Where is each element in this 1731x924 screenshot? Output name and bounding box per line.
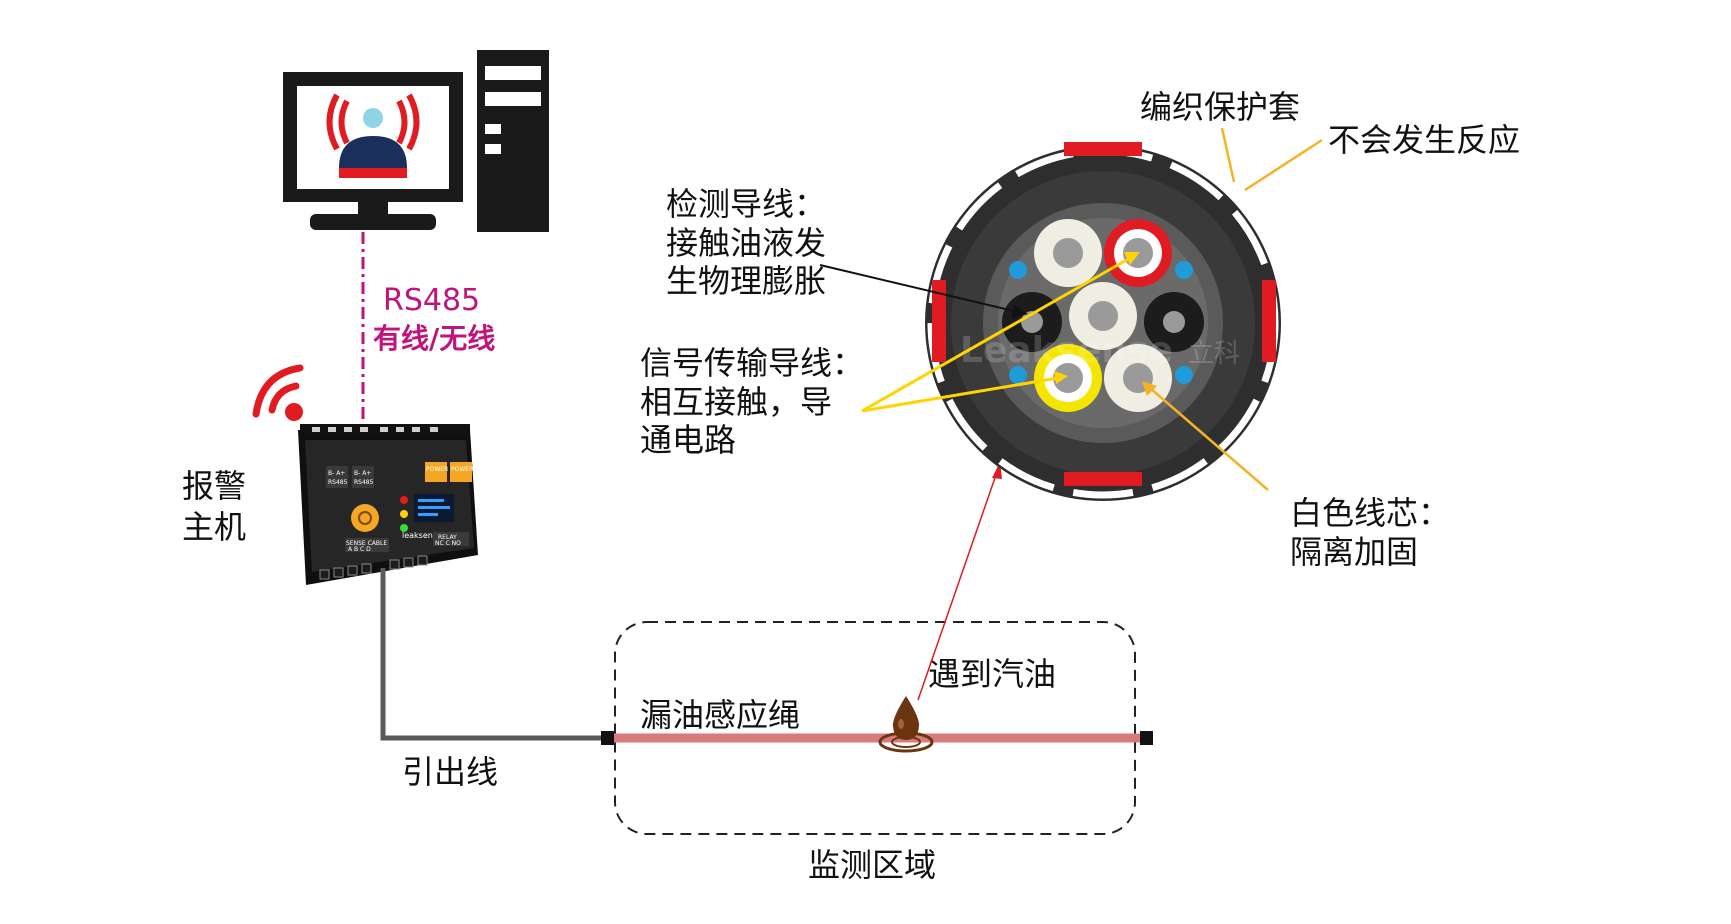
signal-wire-pointer-top-head [1124,252,1140,265]
device-power-1: POWER [426,466,448,473]
sense-wire-pointer-head [1012,305,1028,318]
monitor-area-boundary [614,621,1136,835]
rs485-label: RS485 [383,283,480,318]
gasoline-arrow-line [917,471,998,701]
signal-wire-pointer-bottom [861,376,1059,413]
device-rs485-a: B- A+ [328,470,345,477]
signal-wire-pointer-top [861,256,1131,413]
sense-wire-label-l1: 检测导线： [666,185,826,223]
white-core-label-l1: 白色线芯： [1290,494,1450,532]
oil-drop-icon [878,696,934,753]
leak-rope-label: 漏油感应绳 [640,696,800,734]
signal-wire-label-l2: 相互接触，导 [640,383,832,421]
white-core-pointer-head [1142,381,1157,396]
rope-end-right [1140,731,1153,745]
signal-wire-label-l3: 通电路 [640,421,736,459]
alarm-host-device: B- A+ RS485 B- A+ RS485 POWER POWER leak… [298,424,478,585]
device-relay-pins: NC C NO [435,540,461,547]
braided-jacket-label: 编织保护套 [1140,88,1300,126]
watermark-logo-cn: 立科 [1188,339,1240,369]
lead-wire [380,568,607,741]
device-relay: RELAY [438,534,457,541]
signal-wire-pointer-bottom-head [1054,371,1068,384]
lead-wire-label: 引出线 [402,753,498,791]
braided-jacket-pointer [1220,127,1236,183]
device-power-2: POWER [451,466,473,473]
no-reaction-label: 不会发生反应 [1328,121,1520,159]
rope-end-left [601,731,614,745]
device-orange-button [351,504,379,532]
device-rs485-a-sub: RS485 [328,479,348,486]
sense-wire-label-l3: 生物理膨胀 [666,262,826,300]
sense-wire-label-l2: 接触油液发 [666,224,826,262]
wifi-signal-icon [252,364,304,421]
user-alarm-icon [326,93,420,178]
white-core-pointer [1149,387,1269,491]
white-core-label-l2: 隔离加固 [1290,533,1418,571]
watermark-logo: Leaksense [960,330,1173,371]
signal-wire-label-l1: 信号传输导线： [640,344,864,382]
wired-wireless-label: 有线/无线 [373,322,495,355]
device-rs485-b: B- A+ [354,470,371,477]
sense-wire-pointer [819,264,1019,313]
device-sense-cable: SENSE CABLE [346,540,387,547]
meet-gasoline-label: 遇到汽油 [928,655,1056,693]
alarm-host-label-line1: 报警 [182,467,246,505]
monitor-area-label: 监测区域 [808,846,936,884]
device-rs485-b-sub: RS485 [354,479,374,486]
device-sense-cable-pins: A B C D [348,546,371,553]
alarm-host-label-line2: 主机 [182,508,246,546]
device-brand: leaksense [402,531,442,540]
no-reaction-pointer [1244,138,1323,192]
computer-tower-icon [477,50,549,232]
cable-cross-section [925,142,1281,501]
